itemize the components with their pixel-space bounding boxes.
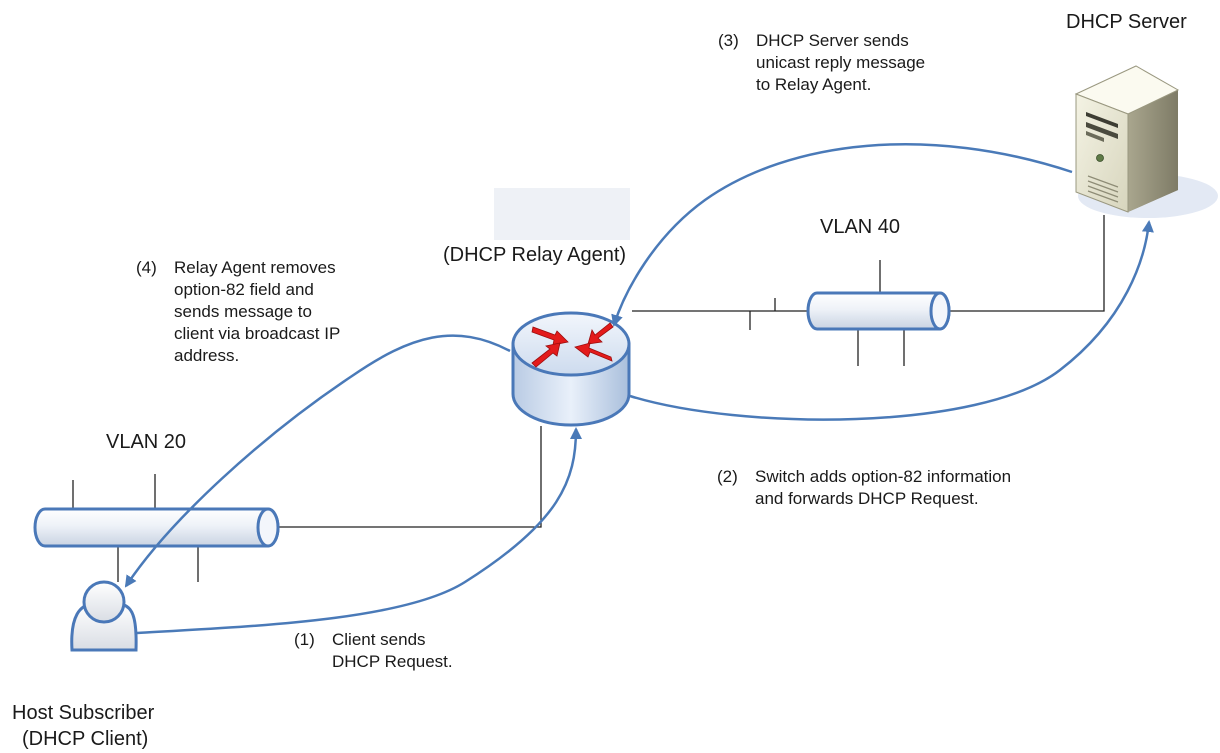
step-4-line-1: Relay Agent removes <box>174 258 336 277</box>
step-1-text: (1) Client sends DHCP Request. <box>294 629 453 673</box>
step-1-number: (1) <box>294 630 315 649</box>
arrow-step-1 <box>136 427 582 635</box>
step-4-line-3: sends message to <box>174 302 312 321</box>
placeholder-box <box>494 188 630 240</box>
vlan20-pipe <box>33 507 280 548</box>
step-4-line-5: address. <box>174 346 240 365</box>
step-1-line-1: Client sends <box>332 630 426 649</box>
network-wires <box>72 215 1105 582</box>
step-2-text: (2) Switch adds option-82 information an… <box>717 466 1011 510</box>
client-label-line-1: Host Subscriber <box>12 702 155 724</box>
router-icon <box>511 311 631 427</box>
step-2-line-1: Switch adds option-82 information <box>755 467 1012 486</box>
step-3-line-3: to Relay Agent. <box>756 75 872 94</box>
server-label: DHCP Server <box>1066 11 1187 33</box>
step-4-line-2: option-82 field and <box>174 280 314 299</box>
step-1-line-2: DHCP Request. <box>332 652 453 671</box>
client-label: Host Subscriber (DHCP Client) <box>12 700 154 752</box>
vlan40-label: VLAN 40 <box>820 216 901 238</box>
arrow-step-2 <box>629 220 1154 421</box>
server-tower-icon <box>1074 65 1218 218</box>
step-3-line-2: unicast reply message <box>756 53 926 72</box>
step-2-line-2: and forwards DHCP Request. <box>755 489 979 508</box>
user-icon <box>70 580 138 652</box>
relay-agent-label: (DHCP Relay Agent) <box>443 244 627 266</box>
step-4-number: (4) <box>136 258 157 277</box>
step-4-text: (4) Relay Agent removes option-82 field … <box>136 257 340 367</box>
vlan20-label: VLAN 20 <box>106 431 187 453</box>
step-4-line-4: client via broadcast IP <box>174 324 341 343</box>
arrow-step-4 <box>124 334 511 588</box>
client-label-line-2: (DHCP Client) <box>22 728 149 750</box>
wire-vlan40-server <box>950 215 1105 312</box>
step-2-number: (2) <box>717 467 738 486</box>
arrow-step-3 <box>611 143 1073 327</box>
flow-arrows <box>124 143 1154 635</box>
step-3-line-1: DHCP Server sends <box>756 31 909 50</box>
wire-router-vlan20 <box>278 426 542 528</box>
step-3-text: (3) DHCP Server sends unicast reply mess… <box>718 30 925 96</box>
step-3-number: (3) <box>718 31 739 50</box>
vlan40-pipe <box>806 291 951 331</box>
